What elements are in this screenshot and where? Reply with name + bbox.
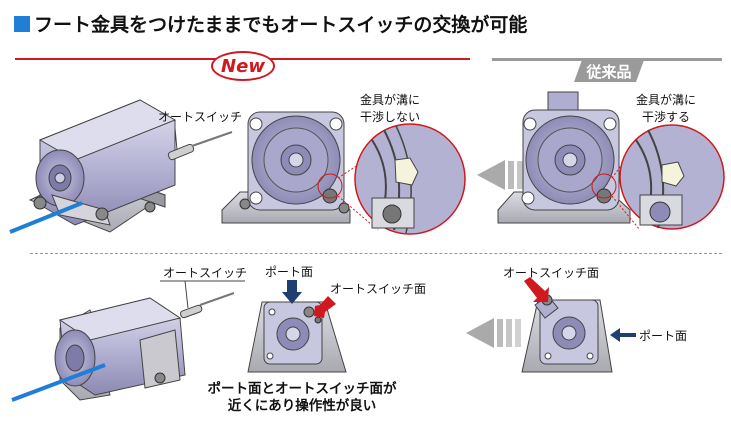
- auto-switch-face-label: オートスイッチ面: [330, 282, 427, 296]
- old-section-rule: [492, 58, 722, 61]
- title-text: フート金具をつけたままでもオートスイッチの交換が可能: [34, 14, 528, 36]
- old-zoom-circle: [619, 124, 725, 230]
- page-title: フート金具をつけたままでもオートスイッチの交換が可能: [14, 10, 527, 37]
- title-square-icon: [14, 15, 30, 32]
- new-front-view-top: [221, 111, 351, 224]
- new-blue-arrow-bottom: [11, 363, 106, 402]
- gray-arrow-bottom: [466, 318, 494, 348]
- port-face-arrow-old: [610, 328, 636, 342]
- old-badge: 従来品: [574, 60, 644, 82]
- caption-line-1: ポート面とオートスイッチ面が: [207, 381, 397, 397]
- new-zoom-circle: [354, 123, 466, 235]
- new-blue-arrow-top: [9, 201, 83, 234]
- new-badge: New: [211, 51, 275, 81]
- port-face-label-old: ポート面: [639, 329, 688, 343]
- auto-switch-face-arrow-old: [524, 277, 549, 302]
- bracket-interferes-line-2: 干渉する: [642, 110, 691, 124]
- port-face-label: ポート面: [265, 265, 314, 279]
- new-front-view-bottom: [247, 301, 347, 373]
- old-front-view-top: [497, 91, 631, 224]
- new-cylinder-3d-top: [28, 99, 233, 233]
- old-front-view-bottom: [521, 294, 613, 373]
- auto-switch-face-arrow: [314, 296, 336, 318]
- gray-arrow-top: [477, 160, 505, 190]
- bracket-interferes-label: 金具が溝に 干渉する: [636, 92, 696, 126]
- bracket-interferes-line-1: 金具が溝に: [636, 93, 697, 107]
- port-face-arrow: [282, 280, 302, 304]
- caption-line-2: 近くにあり操作性が良い: [227, 398, 377, 414]
- section-divider: [30, 253, 722, 254]
- auto-switch-label-top: オートスイッチ: [158, 110, 243, 124]
- bracket-not-interfere-line-1: 金具が溝に: [360, 93, 421, 107]
- bracket-not-interfere-label: 金具が溝に 干渉しない: [360, 92, 420, 126]
- bracket-not-interfere-line-2: 干渉しない: [360, 110, 421, 124]
- auto-switch-label-bottom: オートスイッチ: [163, 266, 248, 280]
- auto-switch-face-label-old: オートスイッチ面: [503, 266, 600, 280]
- bottom-caption: ポート面とオートスイッチ面が 近くにあり操作性が良い: [192, 381, 412, 415]
